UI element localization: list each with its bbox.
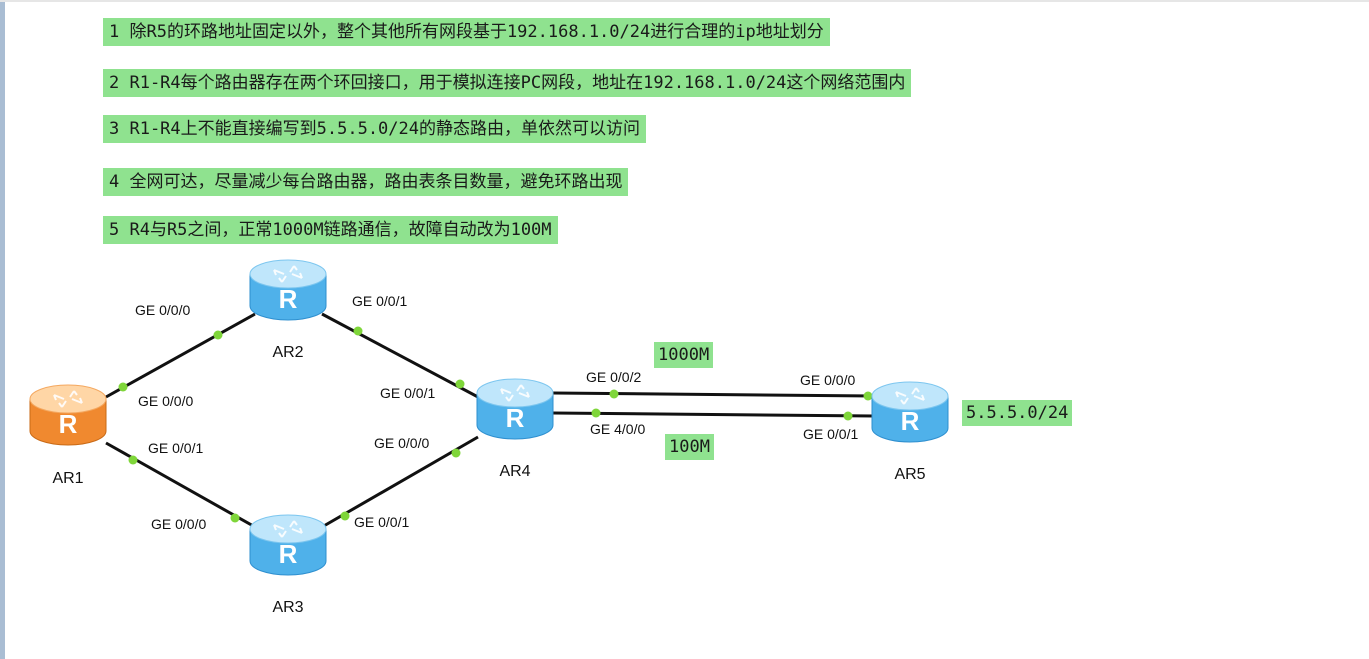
router-label-ar1: AR1 — [52, 470, 83, 487]
port-dot-ar4-g002 — [609, 389, 619, 399]
port-dots — [118, 326, 873, 523]
router-ar5-letter: R — [901, 406, 920, 436]
router-ar4-icon[interactable]: R — [476, 378, 554, 440]
port-label-ar4-g400: GE 4/0/0 — [590, 421, 645, 437]
requirement-3: 3 R1-R4上不能直接编写到5.5.5.0/24的静态路由，单依然可以访问 — [103, 115, 646, 143]
port-dot-ar4-g400 — [591, 408, 601, 418]
port-dot-ar2-g001 — [353, 326, 363, 336]
router-ar1-icon[interactable]: R — [29, 384, 107, 446]
speed-label-1000m: 1000M — [654, 342, 714, 368]
window-top-edge — [0, 0, 1369, 2]
router-ar1-letter: R — [59, 409, 78, 439]
port-label-ar2-g001: GE 0/0/1 — [352, 293, 407, 309]
router-ar2-letter: R — [279, 284, 298, 314]
port-dot-ar3-g001 — [340, 511, 350, 521]
port-label-ar4-g001: GE 0/0/1 — [380, 385, 435, 401]
port-label-ar5-g001: GE 0/0/1 — [803, 426, 858, 442]
router-ar3-icon[interactable]: R — [249, 514, 327, 576]
port-label-ar2-g000: GE 0/0/0 — [135, 302, 190, 318]
requirement-2: 2 R1-R4每个路由器存在两个环回接口，用于模拟连接PC网段，地址在192.1… — [103, 69, 912, 97]
port-dot-ar4-g000 — [451, 448, 461, 458]
router-label-ar2: AR2 — [272, 344, 303, 361]
requirement-1: 1 除R5的环路地址固定以外，整个其他所有网段基于192.168.1.0/24进… — [103, 18, 830, 46]
port-label-ar1-g000: GE 0/0/0 — [138, 393, 193, 409]
requirement-4: 4 全网可达，尽量减少每台路由器，路由表条目数量，避免环路出现 — [103, 168, 629, 196]
port-label-ar5-g000: GE 0/0/0 — [800, 372, 855, 388]
port-dot-ar5-g000 — [863, 391, 873, 401]
window-left-edge — [0, 0, 5, 659]
port-dot-ar1-g000 — [118, 382, 128, 392]
router-label-ar5: AR5 — [894, 466, 925, 483]
network-label-5-5-5-0: 5.5.5.0/24 — [962, 400, 1073, 426]
router-ar4-letter: R — [506, 403, 525, 433]
port-label-ar3-g001: GE 0/0/1 — [354, 514, 409, 530]
router-ar2-icon[interactable]: R — [249, 259, 327, 321]
port-dot-ar1-g001 — [128, 455, 138, 465]
port-dot-ar5-g001 — [843, 411, 853, 421]
router-ar3-letter: R — [279, 539, 298, 569]
speed-label-100m: 100M — [665, 434, 714, 460]
router-label-ar4: AR4 — [499, 463, 530, 480]
link-ar4-ar5-100m — [552, 411, 875, 418]
requirement-5: 5 R4与R5之间，正常1000M链路通信，故障自动改为100M — [103, 216, 558, 244]
router-label-ar3: AR3 — [272, 599, 303, 616]
port-label-ar3-g000: GE 0/0/0 — [151, 516, 206, 532]
port-dot-ar3-g000 — [230, 513, 240, 523]
link-ar4-ar5-1000m — [552, 391, 875, 398]
link-ar1-ar2 — [105, 312, 256, 399]
router-ar5-icon[interactable]: R — [871, 381, 949, 443]
port-dot-ar2-g000 — [213, 330, 223, 340]
port-label-ar1-g001: GE 0/0/1 — [148, 440, 203, 456]
link-ar2-ar4 — [321, 312, 479, 399]
port-dot-ar4-g001 — [455, 379, 465, 389]
port-label-ar4-g000: GE 0/0/0 — [374, 435, 429, 451]
port-label-ar4-g002: GE 0/0/2 — [586, 369, 641, 385]
